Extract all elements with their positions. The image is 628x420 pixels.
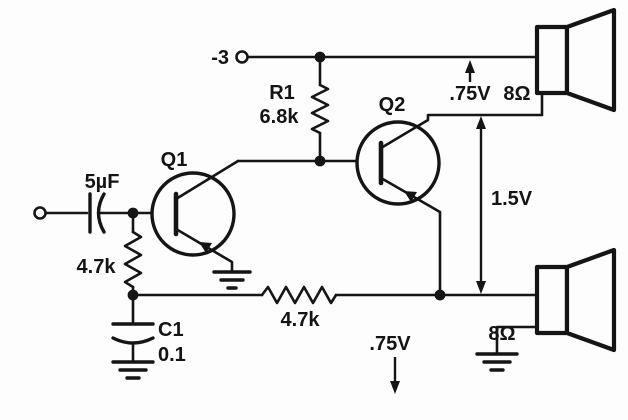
transistor-circle [150,171,236,257]
junction-dot [434,289,446,301]
resistor-zigzag-icon [260,285,338,305]
r1-value-label: 6.8k [260,106,300,128]
speaker-bottom-icon: 8Ω [475,247,617,372]
input-terminal-icon [33,206,47,220]
q1-label: Q1 [161,149,188,171]
q1-emitter-lead [174,227,234,274]
emitter-voltage-label: .75V [369,333,411,355]
feedback-resistor-value-label: 4.7k [281,309,321,331]
q2-emitter-lead [379,176,442,297]
resistor-zigzag-icon [123,230,143,289]
capacitor-curved-plate [96,192,106,234]
r1-name-label: R1 [269,82,295,104]
up-arrow-icon [476,116,486,129]
emitter-arrow-icon [404,191,417,202]
bottom-rail: 4.7k [131,285,539,331]
c1-name-label: C1 [158,319,184,341]
ground-icon [111,360,155,380]
down-arrow-icon [476,281,486,294]
transistor-q1-icon: Q1 [150,149,252,290]
collector-voltage-label: 1.5V [491,188,533,210]
resistor-r1: R1 6.8k [260,55,330,167]
ground-icon [475,352,519,372]
bias-resistor-value-label: 4.7k [77,256,117,278]
supply-terminal-icon [235,50,249,64]
supply-voltage-label: -3 [211,47,229,69]
input-network: 5µF 4.7k [33,171,154,301]
speaker-top-icon: .75V 8Ω [449,7,617,113]
top-speaker-voltage-label: .75V [449,83,491,105]
capacitor-c1-icon [111,322,155,345]
capacitor-input-icon [88,192,106,234]
q1-collector-lead [174,159,240,201]
speaker-cone [564,247,617,353]
capacitor-c1: C1 0.1 [111,293,186,380]
resistor-zigzag-icon [310,83,330,135]
wire-speaker-ground [495,325,539,356]
down-arrow-icon [390,381,400,394]
emitter-voltage-annotation: .75V [369,333,411,394]
q2-collector-lead [379,91,544,150]
up-arrow-icon [465,60,475,73]
supply-rail: -3 [211,47,539,69]
transistor-q2-icon: Q2 [355,91,544,297]
bottom-speaker-impedance-label: 8Ω [488,323,515,345]
top-speaker-impedance-label: 8Ω [503,83,530,105]
ground-icon [212,270,252,290]
input-capacitor-value-label: 5µF [85,171,120,193]
collector-voltage-annotation: 1.5V [476,116,533,294]
c1-value-label: 0.1 [158,344,186,366]
speaker-driver [534,24,570,96]
transistor-circle [355,120,441,206]
emitter-arrow-icon [199,242,212,253]
speaker-driver [534,264,570,336]
q2-label: Q2 [379,94,406,116]
speaker-cone [564,7,617,113]
